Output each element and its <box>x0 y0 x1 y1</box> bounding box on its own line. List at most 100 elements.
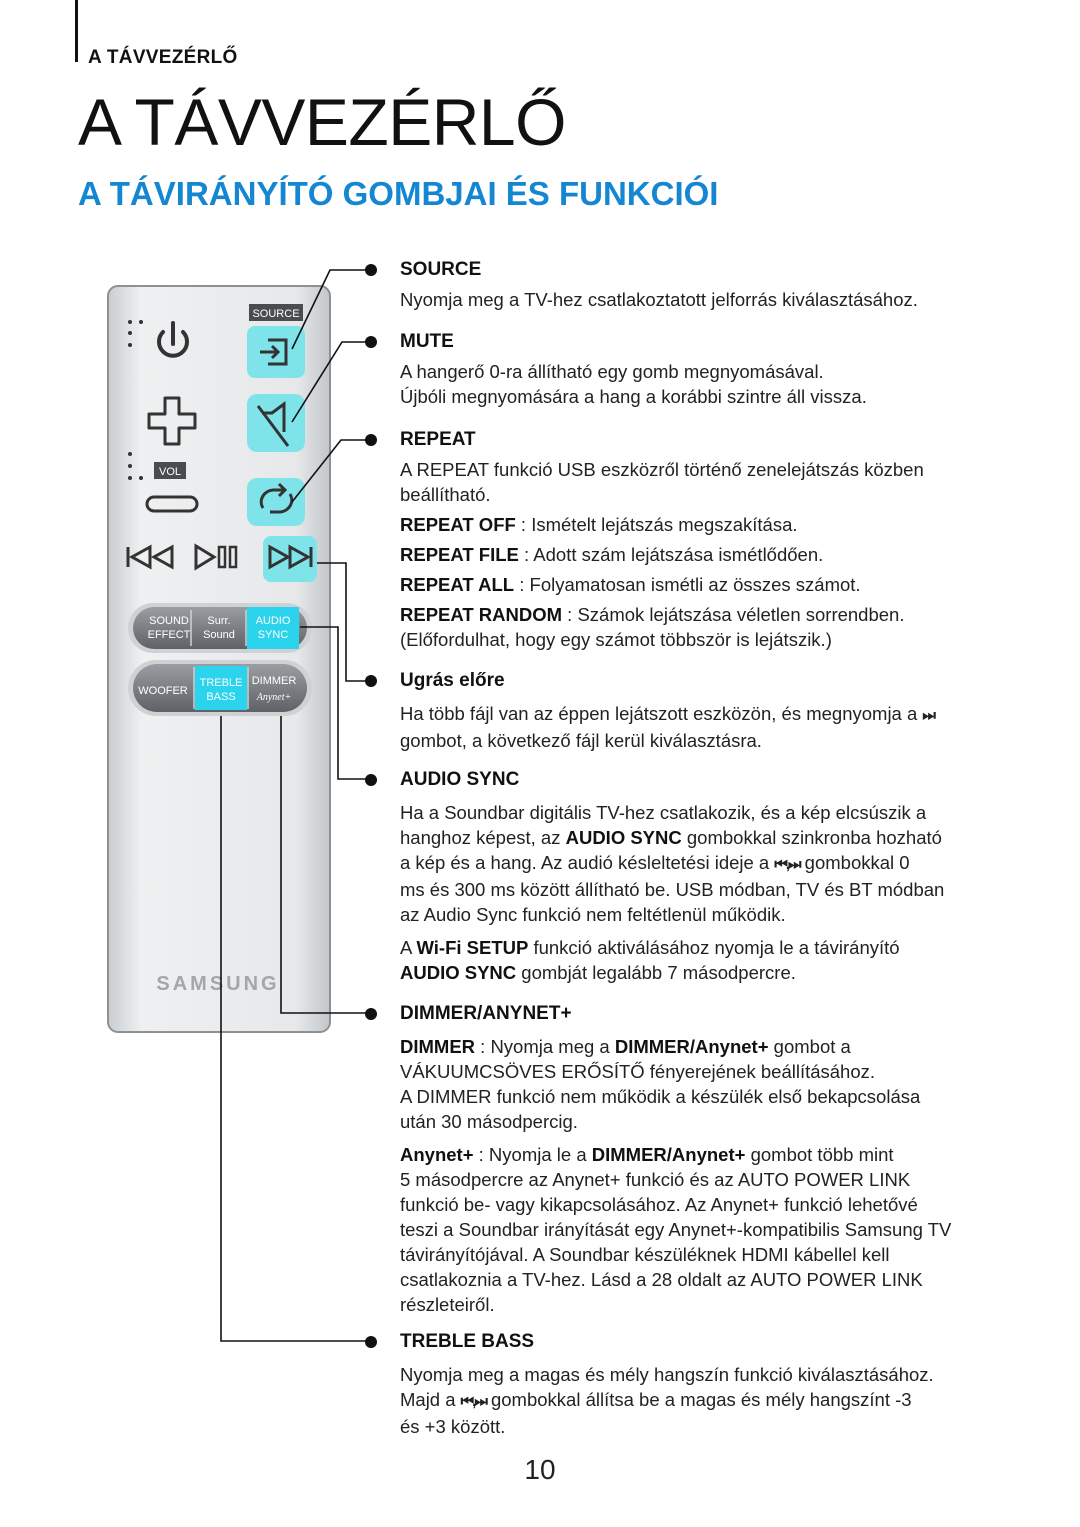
audio-sync-line-4: ms és 300 ms között állítható be. USB mó… <box>400 879 945 900</box>
skip-buttons-icon: ⏮,⏭ <box>774 856 801 873</box>
bullet-dot <box>365 264 377 276</box>
skip-line-1-text: Ha több fájl van az éppen lejátszott esz… <box>400 703 918 724</box>
volume-down-icon <box>145 495 199 513</box>
repeat-entry: REPEAT A REPEAT funkció USB eszközről tö… <box>365 427 1000 652</box>
dimmer-anynet-bold: DIMMER/Anynet+ <box>614 1036 769 1057</box>
wifi-line-2-bold: AUDIO SYNC <box>400 962 517 983</box>
anynet-logo-text: Anynet+ <box>256 692 292 703</box>
bass-text: BASS <box>206 691 235 703</box>
next-track-icon: ⏭ <box>922 707 935 724</box>
sound-text: SOUND <box>149 615 189 627</box>
mute-line-2: Újbóli megnyomására a hang a korábbi szi… <box>400 386 867 407</box>
page-number: 10 <box>524 1454 556 1485</box>
source-button <box>247 326 305 378</box>
repeat-off-line: REPEAT OFF : Ismételt lejátszás megszakí… <box>400 512 1000 537</box>
surr-sound-text: Sound <box>203 629 235 641</box>
bullet-dot <box>365 336 377 348</box>
treble-line-1: Nyomja meg a magas és mély hangszín funk… <box>400 1364 934 1385</box>
wifi-line-2b: gombját legalább 7 másodpercre. <box>516 962 796 983</box>
anynet-line-1b: : Nyomja le a <box>473 1144 592 1165</box>
repeat-file-label: REPEAT FILE <box>400 544 519 565</box>
repeat-random-label: REPEAT RANDOM <box>400 604 563 625</box>
mute-heading: MUTE <box>400 331 454 352</box>
audio-sync-heading: AUDIO SYNC <box>400 769 520 790</box>
dimmer-text: DIMMER <box>252 675 297 687</box>
repeat-all-line: REPEAT ALL : Folyamatosan ismétli az öss… <box>400 572 1000 597</box>
next-button <box>263 536 317 582</box>
skip-buttons-icon: ⏮,⏭ <box>460 1393 488 1410</box>
skip-entry: Ugrás előre Ha több fájl van az éppen le… <box>365 668 1000 753</box>
dimmer-line-2: VÁKUUMCSÖVES ERŐSÍTŐ fényerejének beállí… <box>400 1061 876 1082</box>
anynet-bold: Anynet+ <box>400 1144 474 1165</box>
effect-text: EFFECT <box>148 629 191 641</box>
audio-sync-line-2c: gombokkal szinkronba hozható <box>681 827 942 848</box>
audio-sync-entry: AUDIO SYNC Ha a Soundbar digitális TV-he… <box>365 767 1000 985</box>
power-icon <box>157 321 189 358</box>
treble-bass-heading: TREBLE BASS <box>400 1331 535 1352</box>
repeat-button <box>247 478 305 526</box>
audio-sync-line-3: a kép és a hang. Az audió késleltetési i… <box>400 850 1000 877</box>
repeat-file-text: : Adott szám lejátszása ismétlődően. <box>518 544 824 565</box>
woofer-text: WOOFER <box>138 685 188 697</box>
dimmer-entry: DIMMER/ANYNET+ DIMMER : Nyomja meg a DIM… <box>365 1001 1000 1317</box>
repeat-off-label: REPEAT OFF <box>400 514 516 535</box>
audio-sync-line-5: az Audio Sync funkció nem feltétlenül mű… <box>400 904 786 925</box>
repeat-random-line: REPEAT RANDOM : Számok lejátszása véletl… <box>400 602 1000 627</box>
source-label: SOURCE <box>249 304 303 321</box>
sound-surr-audio-pill: SOUND EFFECT Surr. Sound AUDIO SYNC <box>128 603 312 653</box>
repeat-line-2: beállítható. <box>400 484 491 505</box>
treble-line-2b: gombokkal állítsa be a magas és mély han… <box>485 1389 912 1410</box>
dimmer-heading: DIMMER/ANYNET+ <box>400 1003 572 1024</box>
dimmer-bold: DIMMER <box>400 1036 476 1057</box>
surr-text: Surr. <box>207 615 230 627</box>
treble-line-2a: Majd a <box>400 1389 461 1410</box>
repeat-random-text: : Számok lejátszása véletlen sorrendben. <box>562 604 905 625</box>
wifi-setup-bold: Wi-Fi SETUP <box>416 937 529 958</box>
audio-text: AUDIO <box>256 615 291 627</box>
play-pause-icon <box>194 543 238 571</box>
repeat-off-text: : Ismételt lejátszás megszakítása. <box>515 514 798 535</box>
repeat-all-label: REPEAT ALL <box>400 574 515 595</box>
repeat-line-1: A REPEAT funkció USB eszközről történő z… <box>400 459 924 480</box>
anynet-line-4: teszi a Soundbar irányítását egy Anynet+… <box>400 1219 952 1240</box>
audio-sync-line-1: Ha a Soundbar digitális TV-hez csatlakoz… <box>400 802 927 823</box>
sync-text: SYNC <box>258 629 289 641</box>
treble-line-3: és +3 között. <box>400 1416 506 1437</box>
wifi-setup-line-1: A Wi-Fi SETUP funkció aktiválásához nyom… <box>400 935 1000 960</box>
anynet-dimmer-bold: DIMMER/Anynet+ <box>591 1144 746 1165</box>
vol-label: VOL <box>154 462 186 479</box>
source-heading: SOURCE <box>400 259 482 280</box>
source-entry: SOURCE Nyomja meg a TV-hez csatlakoztato… <box>365 257 1000 312</box>
repeat-file-line: REPEAT FILE : Adott szám lejátszása ismé… <box>400 542 1000 567</box>
source-label-text: SOURCE <box>252 308 299 320</box>
mute-line-1: A hangerő 0-ra állítható egy gomb megnyo… <box>400 361 824 382</box>
bullet-dot <box>365 1008 377 1020</box>
bullet-dot <box>365 675 377 687</box>
audio-sync-line-3a: a kép és a hang. Az audió késleltetési i… <box>400 852 775 873</box>
treble-bass-entry: TREBLE BASS Nyomja meg a magas és mély h… <box>365 1329 1000 1439</box>
mute-button <box>247 394 305 452</box>
dimmer-line-3: A DIMMER funkció nem működik a készülék … <box>400 1086 921 1107</box>
audio-sync-bold: AUDIO SYNC <box>565 827 682 848</box>
dimmer-line-1d: gombot a <box>768 1036 851 1057</box>
audio-sync-line-2a: hanghoz képest, az <box>400 827 566 848</box>
bullet-dot <box>365 774 377 786</box>
header-rule <box>75 0 78 62</box>
source-text: Nyomja meg a TV-hez csatlakoztatott jelf… <box>400 289 918 310</box>
woofer-treble-dimmer-pill: WOOFER TREBLE BASS DIMMER Anynet+ <box>128 660 312 716</box>
anynet-line-7: részleteiről. <box>400 1294 495 1315</box>
dimmer-line-1: DIMMER : Nyomja meg a DIMMER/Anynet+ gom… <box>400 1034 1000 1059</box>
anynet-line-3: funkció be- vagy kikapcsolásához. Az Any… <box>400 1194 918 1215</box>
samsung-logo: SAMSUNG <box>156 973 279 995</box>
audio-sync-line-3b: gombokkal 0 <box>799 852 910 873</box>
anynet-line-5: távirányítójával. A Soundbar készüléknek… <box>400 1244 890 1265</box>
anynet-line-6: csatlakoznia a TV-hez. Lásd a 28 oldalt … <box>400 1269 923 1290</box>
repeat-heading: REPEAT <box>400 429 476 450</box>
vol-text: VOL <box>159 466 181 478</box>
skip-line-1: Ha több fájl van az éppen lejátszott esz… <box>400 701 1000 728</box>
audio-sync-line-2: hanghoz képest, az AUDIO SYNC gombokkal … <box>400 825 1000 850</box>
repeat-all-text: : Folyamatosan ismétli az összes számot. <box>514 574 861 595</box>
bullet-dot <box>365 1336 377 1348</box>
dimmer-line-1b: : Nyomja meg a <box>475 1036 615 1057</box>
